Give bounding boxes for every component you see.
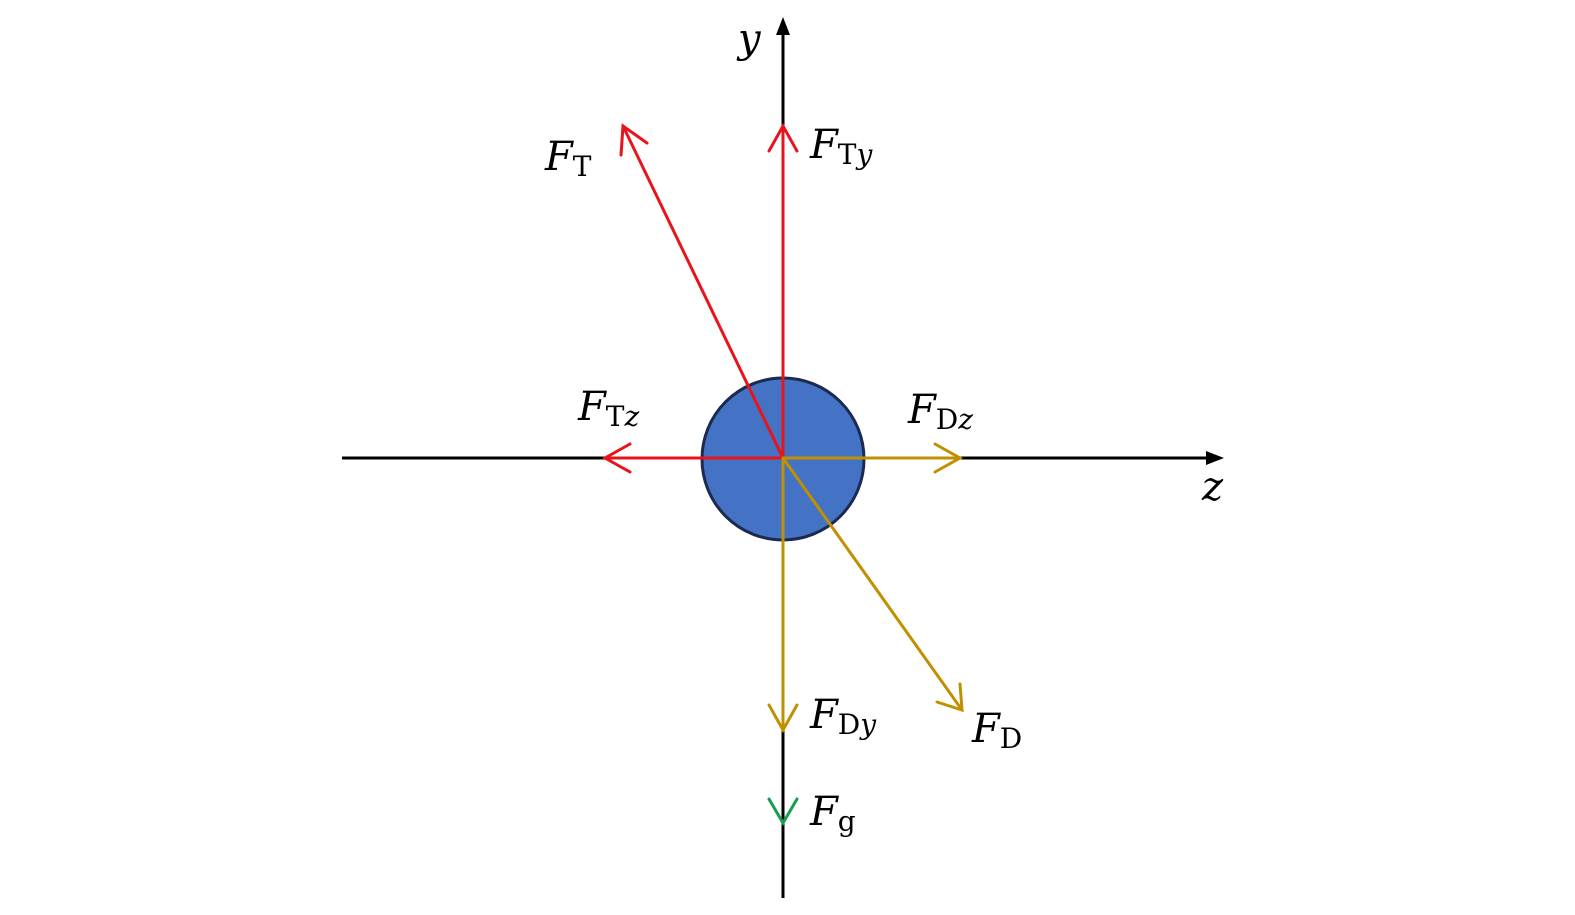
force-arrowhead-Fg bbox=[767, 797, 799, 826]
force-arrow-FDy bbox=[767, 456, 799, 734]
force-arrow-FTz bbox=[601, 442, 785, 474]
label-FDz: FDz bbox=[907, 387, 973, 436]
label-FT: FT bbox=[544, 134, 592, 183]
z-axis-arrowhead bbox=[1206, 451, 1224, 465]
label-FDy: FDy bbox=[809, 692, 877, 741]
force-arrow-FTy bbox=[767, 122, 799, 460]
label-FTy: FTy bbox=[809, 122, 873, 171]
label-FTz: FTz bbox=[577, 384, 639, 433]
force-arrow-FD bbox=[781, 456, 964, 713]
label-FD: FD bbox=[971, 706, 1022, 755]
label-Fg: Fg bbox=[809, 789, 856, 838]
force-arrow-FDz bbox=[781, 442, 964, 474]
y-axis-arrowhead bbox=[776, 17, 790, 35]
y-axis-label: y bbox=[736, 16, 762, 62]
force-arrow-FT bbox=[619, 123, 785, 460]
z-axis-label: z bbox=[1201, 464, 1224, 510]
